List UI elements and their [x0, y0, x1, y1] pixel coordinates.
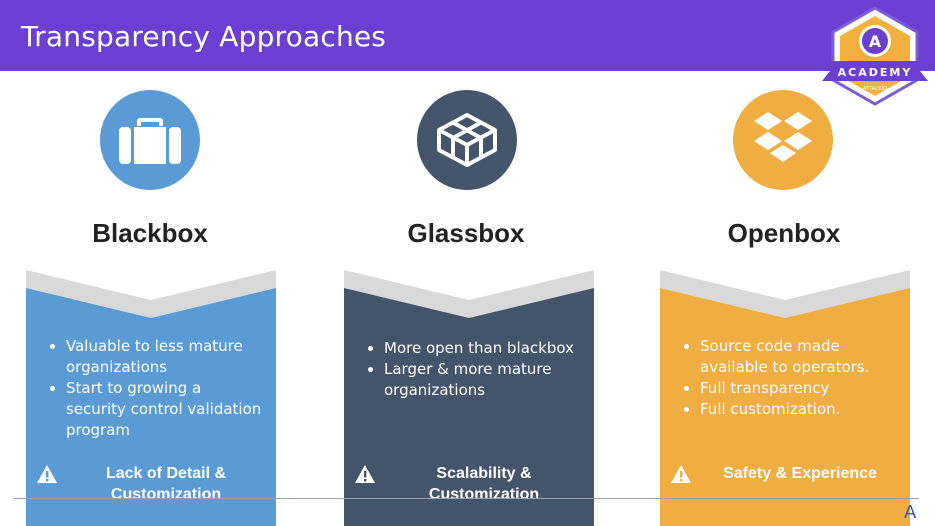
column-title-glassbox: Glassbox	[407, 218, 525, 248]
column-title-openbox: Openbox	[727, 218, 841, 248]
bullet-list: Valuable to less mature organizations St…	[44, 336, 262, 441]
badge-sublabel: ATTACKIQ	[863, 86, 887, 92]
cube-outline-icon	[437, 113, 497, 167]
card-glassbox: More open than blackbox Larger & more ma…	[344, 270, 594, 526]
card-footer: Lack of Detail & Customization	[36, 463, 276, 511]
card-blackbox: Valuable to less mature organizations St…	[26, 270, 276, 526]
bullet-list: More open than blackbox Larger & more ma…	[362, 338, 580, 401]
bullet-item: Full customization.	[700, 399, 896, 420]
badge-letter: A	[869, 32, 882, 51]
card-openbox: Source code made available to operators.…	[660, 270, 910, 526]
card-footer: Safety & Experience	[670, 463, 910, 511]
badge-label: ACADEMY	[838, 66, 913, 79]
bullet-item: Full transparency	[700, 378, 896, 399]
bullet-item: Start to growing a security control vali…	[66, 378, 262, 441]
bullet-item: Source code made available to operators.	[700, 336, 896, 378]
bottom-divider	[14, 498, 919, 499]
bullet-list: Source code made available to operators.…	[678, 336, 896, 420]
bullet-item: More open than blackbox	[384, 338, 580, 359]
warning-icon	[671, 465, 691, 483]
academy-badge-logo: A ACADEMY ATTACKIQ	[822, 6, 928, 106]
title-bar: Transparency Approaches	[0, 0, 935, 71]
column-title-blackbox: Blackbox	[92, 218, 208, 248]
warning-icon	[37, 465, 57, 483]
warning-icon	[355, 465, 375, 483]
footer-text: Safety & Experience	[723, 465, 877, 482]
briefcase-icon-circle	[100, 90, 200, 190]
bullet-item: Larger & more mature organizations	[384, 359, 580, 401]
briefcase-icon	[119, 118, 181, 164]
corner-logo-letter: A	[904, 502, 917, 523]
page-title: Transparency Approaches	[21, 20, 387, 53]
dropbox-icon-circle	[733, 90, 833, 190]
card-footer: Scalability & Customization	[354, 463, 594, 511]
dropbox-icon	[754, 112, 812, 162]
bullet-item: Valuable to less mature organizations	[66, 336, 262, 378]
cube-icon-circle	[417, 90, 517, 190]
